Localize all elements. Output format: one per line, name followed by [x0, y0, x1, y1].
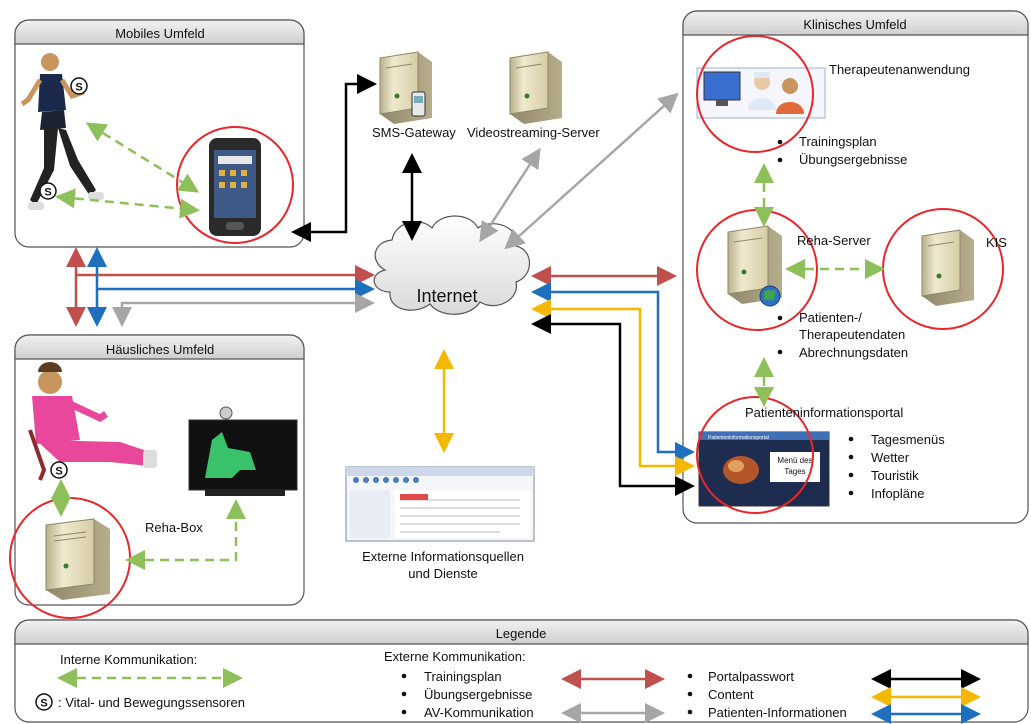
- legend-right-item-1: Portalpasswort: [708, 669, 794, 684]
- legend-left-item-1: Trainingsplan: [424, 669, 502, 684]
- therapist-item-1: Trainingsplan: [799, 134, 877, 149]
- portal-menu-line-1: Menü des: [777, 456, 812, 465]
- kis-label: KIS: [986, 235, 1007, 250]
- portal-item-1: Tagesmenüs: [871, 432, 945, 447]
- legend-sensor-badge: S: [35, 693, 53, 711]
- home-server-icon: [45, 518, 110, 600]
- kis-server-icon: [921, 229, 974, 306]
- legend-external-label: Externe Kommunikation:: [384, 649, 526, 664]
- legend-left-items: Trainingsplan Übungsergebnisse AV-Kommun…: [401, 669, 665, 723]
- therapist-app-highlight-circle: [696, 35, 814, 153]
- mobile-internal-arrows: [55, 122, 200, 219]
- panel-legend: Legende: [14, 619, 1029, 723]
- sms-gateway-label: SMS-Gateway: [372, 125, 456, 140]
- clinical-internal-arrows: [754, 163, 885, 407]
- internet-label: Internet: [416, 286, 477, 306]
- reha-item-1: Patienten-/: [799, 310, 862, 325]
- external-sources-window: [345, 466, 535, 542]
- mobile-to-internet-arrows: [66, 247, 375, 327]
- portal-screen-title: Patienteninformationsportal: [708, 435, 769, 441]
- legend-sensor-badge-label: S: [40, 698, 47, 710]
- tv-monitor-icon: [188, 406, 298, 496]
- sensor-badge-leg-label: S: [44, 187, 51, 199]
- legend-left-item-3: AV-Kommunikation: [424, 705, 534, 720]
- runner-figure: [20, 53, 104, 210]
- internet-cloud-icon: Internet: [373, 215, 531, 315]
- legend-internal-label: Interne Kommunikation:: [60, 652, 197, 667]
- portal-item-4: Infopläne: [871, 486, 925, 501]
- portal-item-2: Wetter: [871, 450, 910, 465]
- panel-clinical-title: Klinisches Umfeld: [803, 17, 906, 32]
- reha-box-label: Reha-Box: [145, 520, 203, 535]
- sensor-badge-home-label: S: [55, 466, 62, 478]
- therapist-app-window: [696, 67, 826, 119]
- external-sources-label-2: und Dienste: [408, 566, 477, 581]
- therapist-item-2: Übungsergebnisse: [799, 152, 907, 167]
- patient-portal-label: Patienteninformationsportal: [745, 405, 903, 420]
- phone-to-sms-arrow: [291, 74, 377, 242]
- legend-left-item-2: Übungsergebnisse: [424, 687, 532, 702]
- reha-items-list: Patienten-/ Therapeutendaten Abrechnungs…: [777, 310, 908, 360]
- internet-to-clinical-arrows: [531, 266, 695, 496]
- panel-home-title: Häusliches Umfeld: [106, 342, 214, 357]
- reha-server-label: Reha-Server: [797, 233, 871, 248]
- legend-right-item-2: Content: [708, 687, 754, 702]
- senior-figure: [28, 362, 157, 481]
- reha-item-3: Abrechnungsdaten: [799, 345, 908, 360]
- sms-gateway-server-icon: [379, 51, 432, 124]
- panel-mobile-title: Mobiles Umfeld: [115, 26, 205, 41]
- sensor-badge-chest: S: [70, 77, 88, 95]
- portal-item-3: Touristik: [871, 468, 919, 483]
- sensor-badge-home: S: [50, 461, 68, 479]
- panel-legend-title: Legende: [496, 626, 547, 641]
- reha-item-2: Therapeutendaten: [799, 327, 905, 342]
- patient-portal-screen: Patienteninformationsportal Menü des Tag…: [698, 431, 830, 507]
- portal-items-list: Tagesmenüs Wetter Touristik Infopläne: [848, 432, 945, 501]
- legend-right-items: Portalpasswort Content Patienten-Informa…: [687, 669, 981, 724]
- reha-server-icon: [727, 225, 782, 307]
- legend-right-item-3: Patienten-Informationen: [708, 705, 847, 720]
- sensor-badge-chest-label: S: [75, 82, 82, 94]
- portal-menu-line-2: Tages: [784, 467, 805, 476]
- smartphone-icon: [209, 138, 261, 236]
- sensor-badge-leg: S: [39, 182, 57, 200]
- therapist-items-list: Trainingsplan Übungsergebnisse: [777, 134, 907, 167]
- external-sources-label-1: Externe Informationsquellen: [362, 549, 524, 564]
- therapist-to-internet-arrow: [504, 92, 679, 250]
- home-internal-arrows: [51, 479, 246, 570]
- video-server-label: Videostreaming-Server: [467, 125, 600, 140]
- legend-sensor-label: : Vital- und Bewegungssensoren: [58, 695, 245, 710]
- therapist-app-label: Therapeutenanwendung: [829, 62, 970, 77]
- video-server-icon: [509, 51, 562, 124]
